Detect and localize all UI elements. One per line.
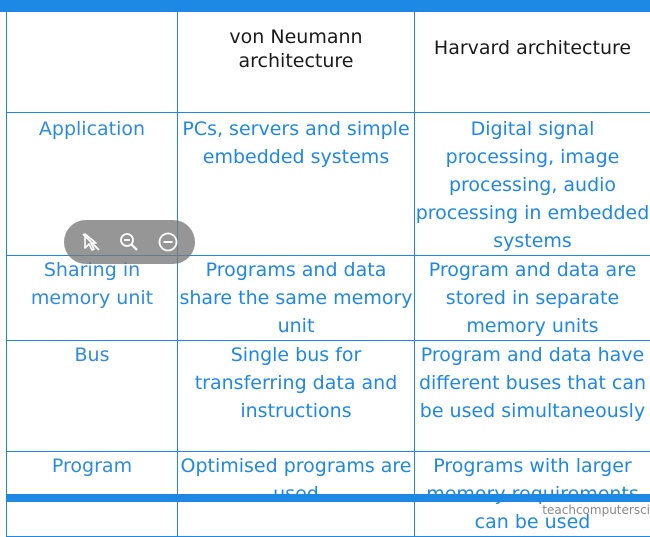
table-row: Bus Single bus for transferring data and… <box>7 341 650 452</box>
von-neumann-cell: PCs, servers and simple embedded systems <box>178 113 415 256</box>
bottom-accent-bar <box>6 494 650 502</box>
harvard-cell: Program and data have different buses th… <box>415 341 650 452</box>
harvard-cell: Digital signal processing, image process… <box>415 113 650 256</box>
zoom-toolbar <box>64 220 195 264</box>
row-category-bus: Bus <box>7 341 178 452</box>
header-von-neumann: von Neumann architecture <box>178 12 415 113</box>
cursor-off-icon[interactable] <box>78 229 104 255</box>
minus-circle-icon[interactable] <box>155 229 181 255</box>
comparison-table: von Neumann architecture Harvard archite… <box>6 11 650 537</box>
harvard-cell: Program and data are stored in separate … <box>415 256 650 341</box>
table-header-row: von Neumann architecture Harvard archite… <box>7 12 650 113</box>
row-category-sharing: Sharing in memory unit <box>7 256 178 341</box>
header-blank-cell <box>7 12 178 113</box>
von-neumann-cell: Programs and data share the same memory … <box>178 256 415 341</box>
top-accent-bar <box>0 0 650 11</box>
von-neumann-cell: Single bus for transferring data and ins… <box>178 341 415 452</box>
header-harvard: Harvard architecture <box>415 12 650 113</box>
table-row: Sharing in memory unit Programs and data… <box>7 256 650 341</box>
zoom-out-icon[interactable] <box>116 229 142 255</box>
